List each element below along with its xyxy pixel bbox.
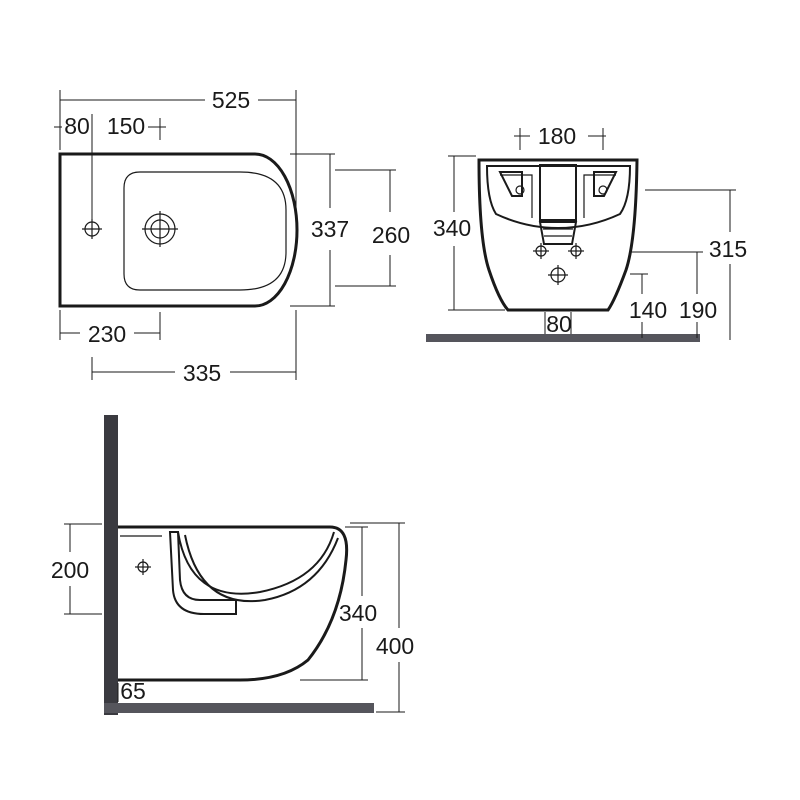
dim-label-190: 190 xyxy=(679,297,717,323)
dim-label-525: 525 xyxy=(212,87,250,113)
top-view-bowl xyxy=(123,171,287,291)
dim-label-260: 260 xyxy=(372,222,410,248)
front-view-outline xyxy=(477,158,639,312)
dim-label-340-side: 340 xyxy=(339,600,377,626)
bracket-right-icon xyxy=(593,171,618,197)
dim-label-200: 200 xyxy=(51,557,89,583)
dim-200: 200 xyxy=(51,523,102,615)
dim-335: 335 xyxy=(91,310,297,386)
dim-label-65: 65 xyxy=(120,678,146,704)
dim-400: 400 xyxy=(350,522,414,713)
front-inner-edge xyxy=(583,174,616,218)
dim-label-335: 335 xyxy=(183,360,221,386)
dim-label-337: 337 xyxy=(311,216,349,242)
dim-230: 230 xyxy=(59,310,161,347)
side-view-outline xyxy=(118,525,349,682)
front-view-inner xyxy=(485,165,632,230)
dim-140: 140 xyxy=(629,273,667,338)
top-view-outline xyxy=(58,152,299,308)
dim-190: 190 xyxy=(630,251,717,338)
dim-label-340-front: 340 xyxy=(433,215,471,241)
bracket-right-bolt-icon xyxy=(598,185,608,195)
dim-337: 337 xyxy=(290,153,349,307)
side-bowl-inner xyxy=(184,534,339,603)
dim-label-80: 80 xyxy=(64,113,90,139)
floor-front xyxy=(426,334,700,342)
dim-label-150: 150 xyxy=(107,113,145,139)
floor-side xyxy=(104,703,374,713)
bracket-left-bolt-icon xyxy=(515,185,525,195)
side-view: 200 340 400 65 xyxy=(51,415,414,715)
dim-label-180: 180 xyxy=(538,123,576,149)
dim-label-315: 315 xyxy=(709,236,747,262)
dim-label-80-waste: 80 xyxy=(546,311,572,337)
dim-80-150: 80 150 xyxy=(54,113,166,222)
front-view: 180 340 315 140 190 xyxy=(426,123,747,342)
dim-340-front: 340 xyxy=(433,155,505,311)
dim-label-230: 230 xyxy=(88,321,126,347)
front-inner-edge xyxy=(500,174,533,218)
top-view: 525 80 150 337 260 xyxy=(54,87,410,386)
dim-340-side: 340 xyxy=(300,526,377,681)
dim-label-140: 140 xyxy=(629,297,667,323)
dim-label-400: 400 xyxy=(376,633,414,659)
dim-315: 315 xyxy=(645,189,747,340)
front-waste-trap xyxy=(538,221,578,245)
dim-180: 180 xyxy=(514,123,606,150)
wall xyxy=(104,415,118,715)
front-center-panel xyxy=(539,164,577,221)
dim-525: 525 xyxy=(59,87,297,225)
side-bowl-rim xyxy=(177,531,335,595)
dim-260: 260 xyxy=(335,169,410,287)
bracket-left-icon xyxy=(498,171,523,197)
